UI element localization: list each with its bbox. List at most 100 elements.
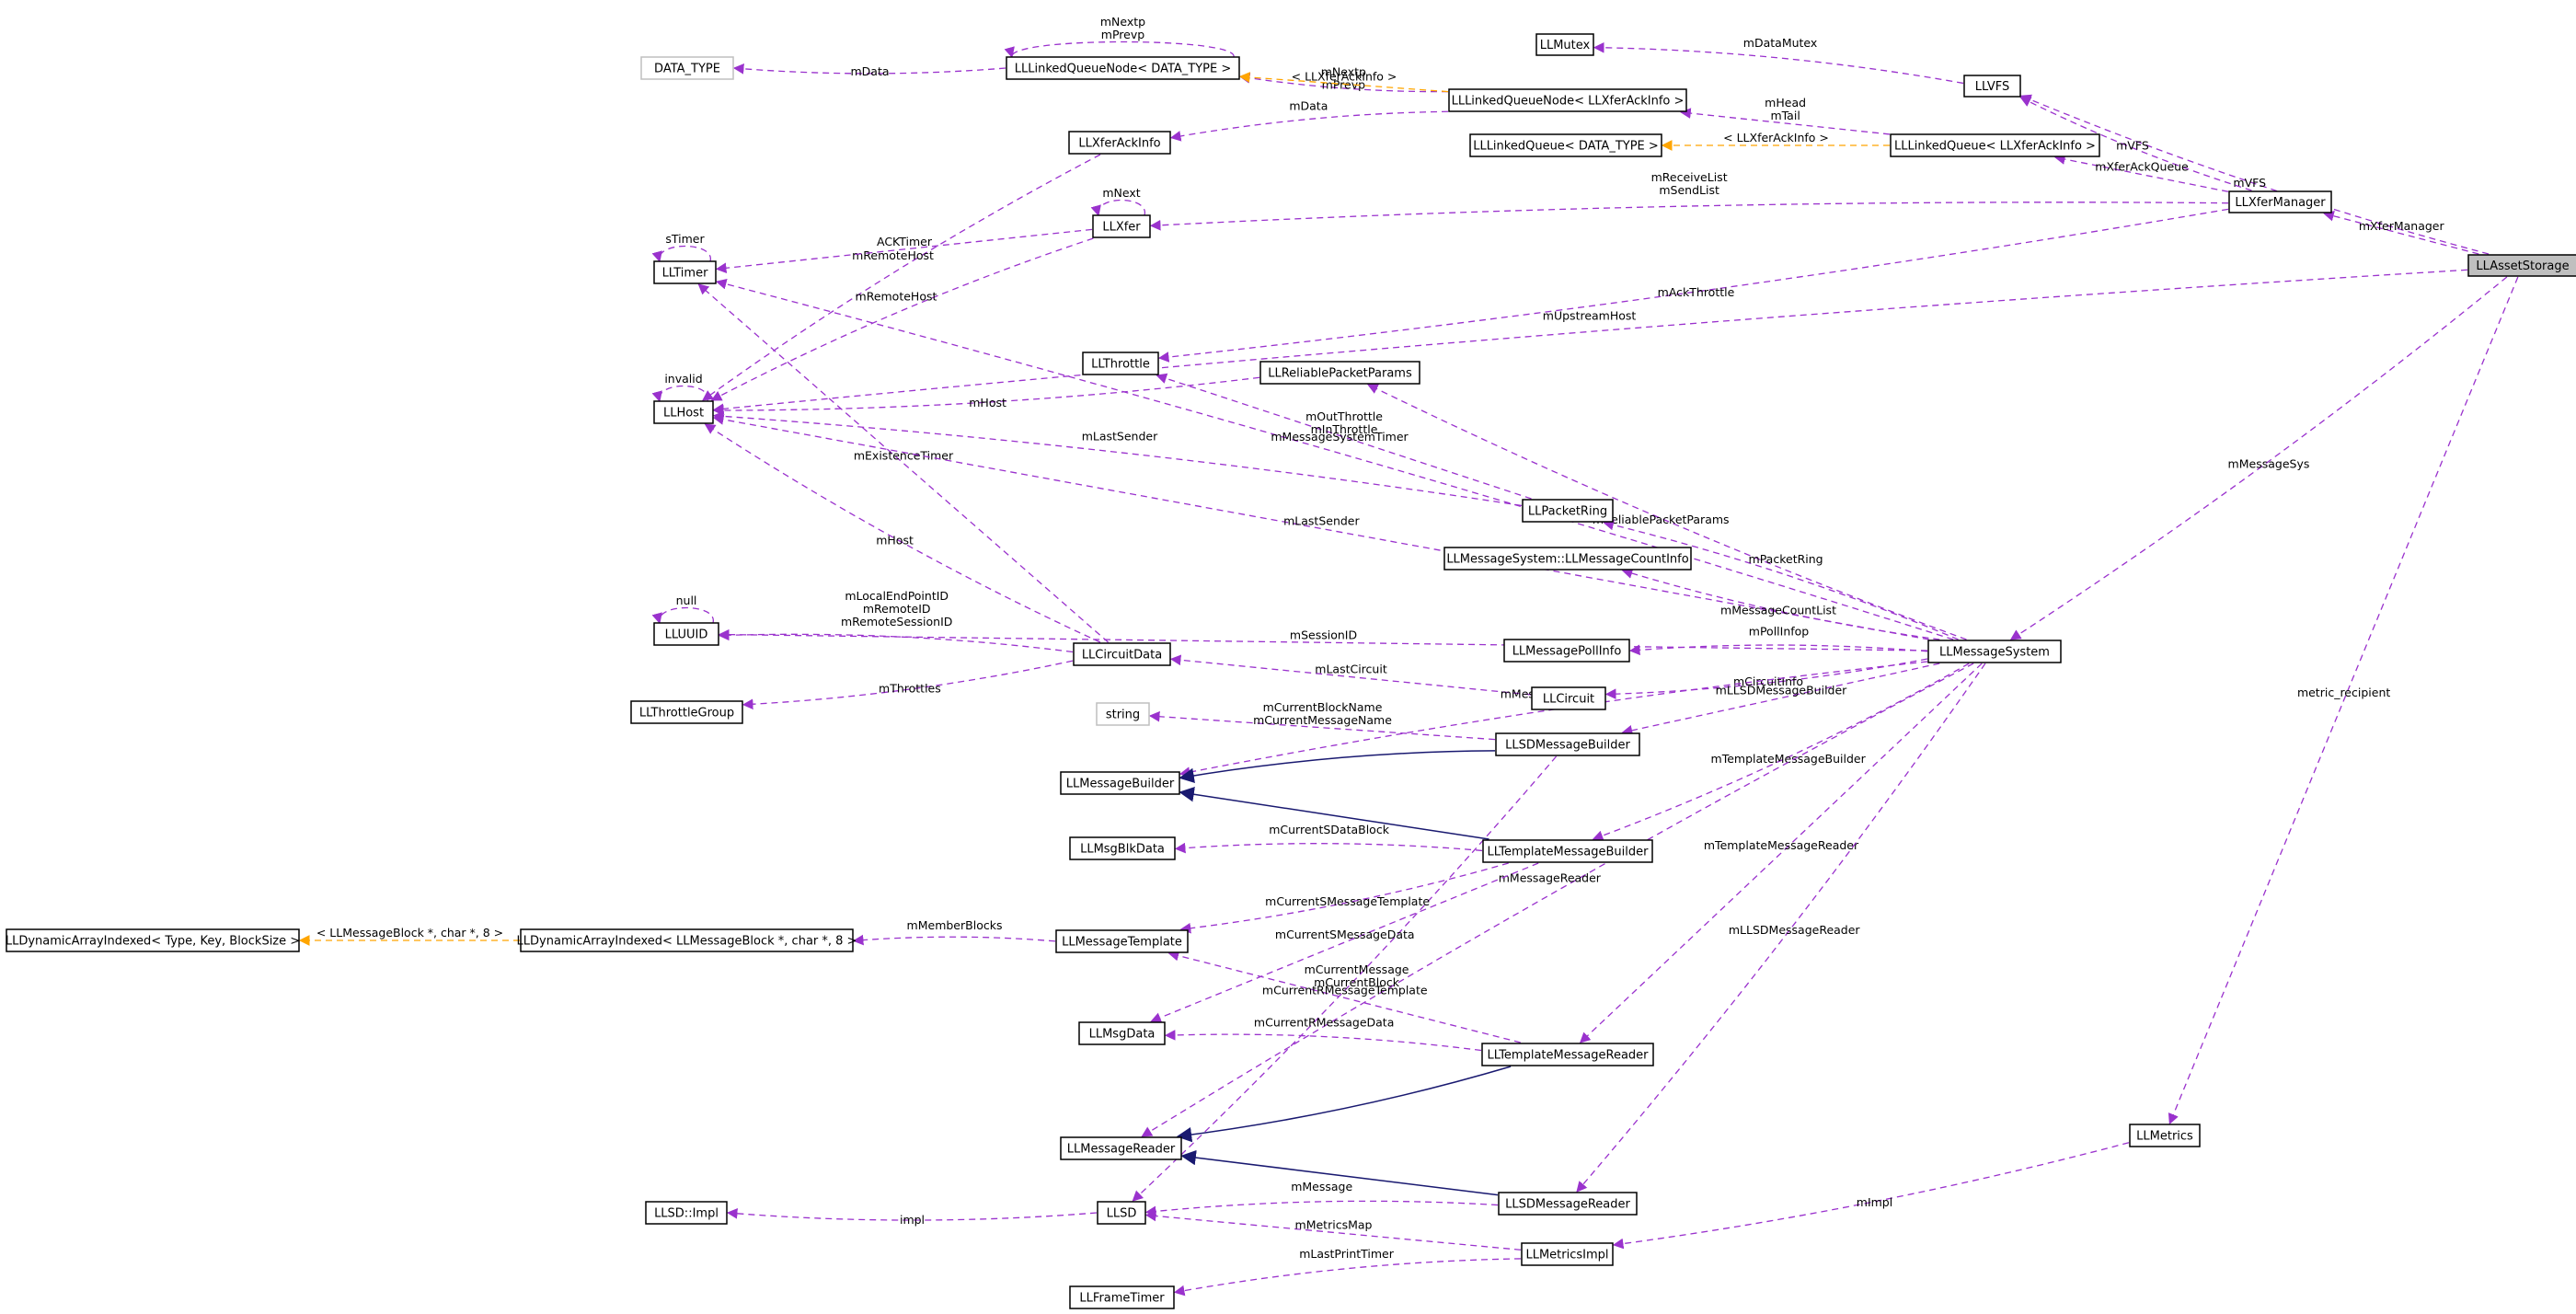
class-node-llmsgdata[interactable]: LLMsgData bbox=[1078, 1021, 1166, 1045]
class-box[interactable] bbox=[1055, 929, 1189, 953]
class-node-llmsgblkdata[interactable]: LLMsgBlkData bbox=[1069, 836, 1176, 860]
class-label: LLMsgData bbox=[1089, 1028, 1156, 1042]
class-box[interactable] bbox=[1448, 88, 1687, 112]
class-node-llcircuit[interactable]: LLCircuit bbox=[1531, 686, 1606, 710]
class-node-llsd[interactable]: LLSD bbox=[1097, 1201, 1146, 1225]
class-node-llxferackinfo[interactable]: LLXferAckInfo bbox=[1068, 131, 1171, 155]
class-node-llmetrics[interactable]: LLMetrics bbox=[2129, 1124, 2201, 1147]
class-node-llmessagesystem[interactable]: LLMessageSystem bbox=[1927, 640, 2062, 663]
class-box[interactable] bbox=[1481, 1043, 1654, 1066]
class-node-llthrottlegroup[interactable]: LLThrottleGroup bbox=[630, 700, 743, 724]
class-node-lllinkedqueuedt[interactable]: LLLinkedQueue< DATA_TYPE > bbox=[1469, 133, 1662, 157]
class-node-lltemplatemessagereader[interactable]: LLTemplateMessageReader bbox=[1481, 1043, 1654, 1066]
class-box[interactable] bbox=[1522, 499, 1614, 523]
edge-llpacketring-to-llhost: mLastSender bbox=[712, 410, 1523, 507]
class-box[interactable] bbox=[1498, 1192, 1638, 1216]
class-box[interactable] bbox=[1963, 75, 2021, 98]
class-box[interactable] bbox=[1060, 771, 1180, 795]
class-node-llvfs[interactable]: LLVFS bbox=[1963, 75, 2021, 98]
class-box[interactable] bbox=[1006, 56, 1240, 80]
class-box[interactable] bbox=[1503, 639, 1630, 663]
class-box[interactable] bbox=[1069, 1285, 1175, 1309]
class-node-lllinkedqueuexfer[interactable]: LLLinkedQueue< LLXferAckInfo > bbox=[1890, 133, 2100, 157]
class-node-string[interactable]: string bbox=[1096, 702, 1150, 726]
class-node-llmessagereader[interactable]: LLMessageReader bbox=[1060, 1136, 1182, 1160]
class-box[interactable] bbox=[653, 260, 717, 284]
class-box[interactable] bbox=[1082, 352, 1159, 375]
class-node-lldynarraymsg[interactable]: LLDynamicArrayIndexed< LLMessageBlock *,… bbox=[517, 928, 857, 952]
edge-label: < LLMessageBlock *, char *, 8 > bbox=[316, 926, 503, 939]
edge-llassetstorage-to-llvfs: mVFS bbox=[2019, 94, 2490, 255]
class-node-lldynarraygeneric[interactable]: LLDynamicArrayIndexed< Type, Key, BlockS… bbox=[6, 928, 300, 952]
class-box[interactable] bbox=[1521, 1242, 1614, 1266]
edge-line bbox=[651, 245, 711, 263]
class-box[interactable] bbox=[1495, 732, 1640, 756]
class-box[interactable] bbox=[1535, 33, 1594, 56]
class-box[interactable] bbox=[1068, 131, 1171, 155]
class-box[interactable] bbox=[1927, 640, 2062, 663]
class-box[interactable] bbox=[645, 1201, 728, 1225]
class-box[interactable] bbox=[1482, 839, 1653, 863]
class-box[interactable] bbox=[653, 622, 719, 646]
edge-llmessagesystem-to-lltimer: mMessageSystemTimer bbox=[715, 278, 1954, 640]
edge-label: mLastSender bbox=[1082, 430, 1158, 444]
edge-line bbox=[1173, 1258, 1522, 1297]
class-node-llmessagecountinfo[interactable]: LLMessageSystem::LLMessageCountInfo bbox=[1443, 547, 1692, 571]
edge-llmessagesystem-to-lluuid: mSessionID bbox=[718, 628, 1928, 651]
class-node-llhost[interactable]: LLHost bbox=[653, 400, 714, 424]
class-box[interactable] bbox=[2467, 254, 2576, 277]
edge-line bbox=[1238, 73, 1449, 93]
class-box[interactable] bbox=[520, 928, 854, 952]
edge-label: mPollInfop bbox=[1749, 625, 1810, 639]
class-box[interactable] bbox=[1531, 686, 1606, 710]
class-box[interactable] bbox=[1469, 133, 1662, 157]
class-node-lltemplatemessagebuilder[interactable]: LLTemplateMessageBuilder bbox=[1482, 839, 1653, 863]
edge-label: mMessageReader bbox=[1499, 870, 1602, 884]
edge-llassetstorage-to-llhost: mUpstreamHost bbox=[712, 269, 2468, 415]
class-box[interactable] bbox=[653, 400, 714, 424]
class-box[interactable] bbox=[640, 56, 734, 80]
class-node-llreliablepacketparams[interactable]: LLReliablePacketParams bbox=[1259, 361, 1420, 385]
class-box[interactable] bbox=[1096, 702, 1150, 726]
class-node-llsdimpl[interactable]: LLSD::Impl bbox=[645, 1201, 728, 1225]
class-node-lluuid[interactable]: LLUUID bbox=[653, 622, 719, 646]
class-node-llmessagebuilder[interactable]: LLMessageBuilder bbox=[1060, 771, 1180, 795]
class-box[interactable] bbox=[1097, 1201, 1146, 1225]
class-node-llxfer[interactable]: LLXfer bbox=[1092, 214, 1151, 238]
class-box[interactable] bbox=[630, 700, 743, 724]
edge-label: metric_recipient bbox=[2297, 686, 2390, 699]
class-node-lltimer[interactable]: LLTimer bbox=[653, 260, 717, 284]
class-box[interactable] bbox=[1073, 642, 1171, 666]
class-box[interactable] bbox=[1443, 547, 1692, 571]
class-node-llframetimer[interactable]: LLFrameTimer bbox=[1069, 1285, 1175, 1309]
class-box[interactable] bbox=[1060, 1136, 1182, 1160]
class-box[interactable] bbox=[1078, 1021, 1166, 1045]
edge-label: mMessageSys bbox=[2228, 457, 2310, 471]
class-box[interactable] bbox=[2228, 190, 2332, 213]
class-node-llmessagepollinfo[interactable]: LLMessagePollInfo bbox=[1503, 639, 1630, 663]
class-node-llthrottle[interactable]: LLThrottle bbox=[1082, 352, 1159, 375]
class-node-llsdmessagereader[interactable]: LLSDMessageReader bbox=[1498, 1192, 1638, 1216]
class-node-llassetstorage[interactable]: LLAssetStorage bbox=[2467, 254, 2576, 277]
class-node-llcircuitdata[interactable]: LLCircuitData bbox=[1073, 642, 1171, 666]
class-node-llpacketring[interactable]: LLPacketRing bbox=[1522, 499, 1614, 523]
edge-line bbox=[1366, 384, 1967, 640]
class-node-lllinkedqueuenodexfer[interactable]: LLLinkedQueueNode< LLXferAckInfo > bbox=[1448, 88, 1687, 112]
class-node-lllinkedqueuenodedt[interactable]: LLLinkedQueueNode< DATA_TYPE > bbox=[1006, 56, 1240, 80]
class-node-data-type[interactable]: DATA_TYPE bbox=[640, 56, 734, 80]
class-label: LLMetrics bbox=[2136, 1130, 2193, 1144]
class-box[interactable] bbox=[6, 928, 300, 952]
class-box[interactable] bbox=[1890, 133, 2100, 157]
class-node-llmetricsimpl[interactable]: LLMetricsImpl bbox=[1521, 1242, 1614, 1266]
class-box[interactable] bbox=[1259, 361, 1420, 385]
edge-llvfs-to-llmutex: mDataMutex bbox=[1593, 36, 1964, 85]
class-node-llmutex[interactable]: LLMutex bbox=[1535, 33, 1594, 56]
class-node-llsdmessagebuilder[interactable]: LLSDMessageBuilder bbox=[1495, 732, 1640, 756]
class-node-llxfermanager[interactable]: LLXferManager bbox=[2228, 190, 2332, 213]
class-box[interactable] bbox=[1092, 214, 1151, 238]
edge-label: mReliablePacketParams bbox=[1593, 513, 1730, 526]
class-box[interactable] bbox=[2129, 1124, 2201, 1147]
class-node-llmessagetemplate[interactable]: LLMessageTemplate bbox=[1055, 929, 1189, 953]
class-box[interactable] bbox=[1069, 836, 1176, 860]
